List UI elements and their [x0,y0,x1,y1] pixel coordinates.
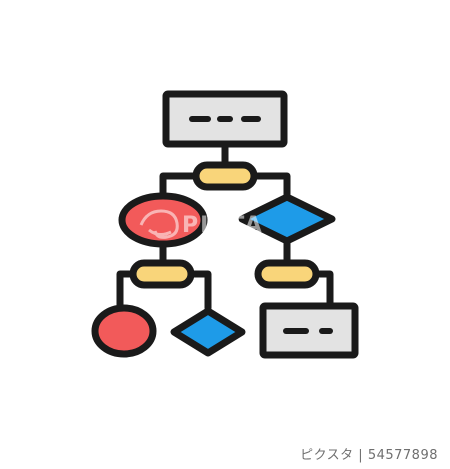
connector-pill-right [254,259,320,289]
connector-pill-left [129,259,195,289]
pixta-swirl-logo [139,209,179,239]
pixta-watermark: PIXTA [139,209,264,239]
small-blue-diamond-node [170,307,246,357]
line-top-pill-to-ellipse [159,172,202,202]
line-left-pill-to-small-diamond [186,270,212,312]
red-ellipse-node [118,192,208,248]
line-top-pill-to-diamond [248,172,291,202]
top-process-box [162,90,288,148]
connector-pill-top [192,161,258,191]
blue-diamond-node [238,193,336,245]
stock-id-label: ピクスタ | 54577898 [300,448,438,463]
bottom-process-box [259,302,359,359]
line-right-pill-to-bottom-box [311,270,334,308]
watermark-text: PIXTA [182,213,264,238]
small-red-ellipse-node [91,304,157,358]
